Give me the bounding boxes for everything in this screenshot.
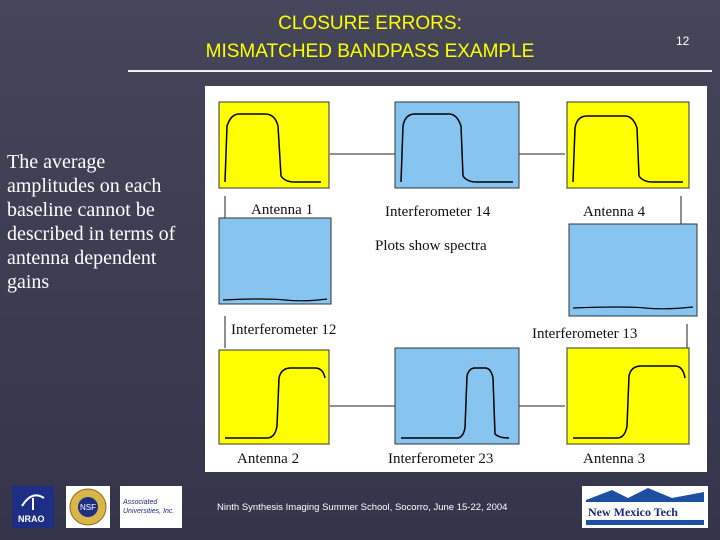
label-interferometer13: Interferometer 13 — [532, 326, 637, 342]
nmt-mountain-icon: New Mexico Tech — [586, 488, 704, 525]
label-antenna1: Antenna 1 — [251, 202, 313, 218]
aui-logo: Associated Universities, Inc. — [120, 486, 182, 528]
nsf-seal-icon: NSF — [69, 488, 107, 526]
antenna3-panel — [566, 347, 690, 445]
label-interferometer14: Interferometer 14 — [385, 204, 491, 220]
page-number: 12 — [676, 34, 690, 48]
antenna1-panel — [218, 101, 330, 189]
interferometer14-panel — [394, 101, 520, 189]
label-antenna2: Antenna 2 — [237, 451, 299, 467]
title-divider — [128, 70, 712, 72]
nrao-dish-icon — [21, 494, 45, 510]
label-interferometer12: Interferometer 12 — [231, 322, 336, 338]
antenna4-panel — [566, 101, 690, 189]
closure-figure: Antenna 1 Interferometer 14 Antenna 4 Pl… — [205, 86, 707, 472]
label-plots-show-spectra: Plots show spectra — [375, 238, 487, 254]
label-antenna4: Antenna 4 — [583, 204, 646, 220]
nrao-logo: NRAO — [12, 486, 54, 528]
nsf-logo: NSF — [66, 486, 110, 528]
nmt-logo: New Mexico Tech — [582, 486, 708, 528]
body-text: The average amplitudes on each baseline … — [7, 151, 176, 293]
interferometer23-panel — [394, 347, 520, 445]
footer-text: Ninth Synthesis Imaging Summer School, S… — [217, 502, 508, 513]
connector-lines — [224, 153, 688, 407]
label-antenna3: Antenna 3 — [583, 451, 645, 467]
label-interferometer23: Interferometer 23 — [388, 451, 493, 467]
svg-text:NSF: NSF — [80, 503, 96, 512]
closure-diagram: Antenna 1 Interferometer 14 Antenna 4 Pl… — [218, 101, 698, 467]
slide-title: CLOSURE ERRORS: MISMATCHED BANDPASS EXAM… — [0, 10, 720, 66]
interferometer12-panel — [218, 217, 332, 305]
antenna2-panel — [218, 349, 330, 445]
svg-text:New Mexico Tech: New Mexico Tech — [588, 505, 678, 519]
title-line-2: MISMATCHED BANDPASS EXAMPLE — [205, 41, 535, 62]
interferometer13-panel — [568, 223, 698, 317]
title-line-1: CLOSURE ERRORS: — [278, 13, 462, 34]
